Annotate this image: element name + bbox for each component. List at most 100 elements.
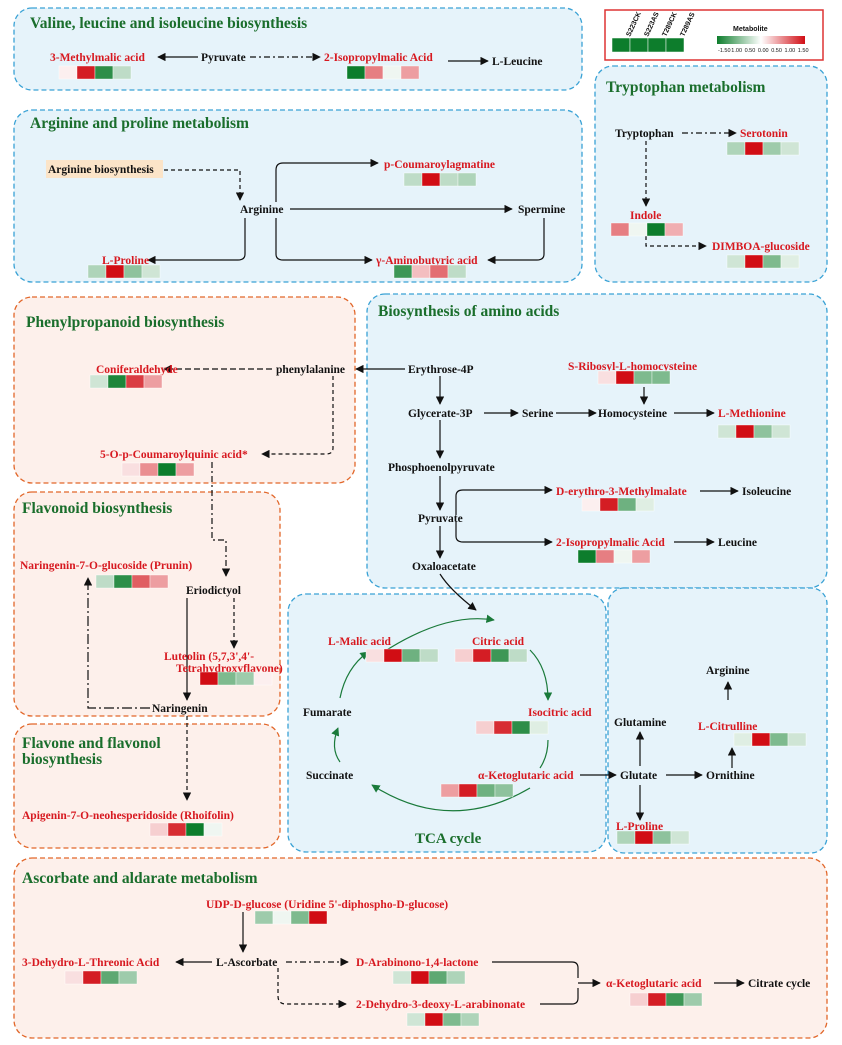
heatmap-cell <box>615 370 635 385</box>
metabolite-label: Coniferaldehyde <box>96 364 178 376</box>
heatmap-cell <box>475 720 495 735</box>
title-tca: TCA cycle <box>415 831 482 847</box>
compound-glycerate: Glycerate-3P <box>408 408 473 420</box>
heatmap-cell <box>458 783 478 798</box>
compound-naringenin: Naringenin <box>152 703 208 715</box>
compound-erythrose: Erythrose-4P <box>408 364 474 376</box>
heatmap-cell <box>617 497 637 512</box>
title-tryptophan: Tryptophan metabolism <box>606 79 766 96</box>
title-aminoacids: Biosynthesis of amino acids <box>378 303 559 320</box>
heatmap-cell <box>787 732 807 747</box>
metabolite-label: D-Arabinono-1,4-lactone <box>356 957 478 969</box>
heatmap-cell <box>393 264 413 279</box>
legend-tick-label: 1.00 <box>731 48 742 54</box>
heatmap-cell <box>633 370 653 385</box>
heatmap-cell <box>753 424 773 439</box>
heatmap-cell <box>771 424 791 439</box>
box-valine <box>13 7 583 91</box>
heatmap-cell <box>454 648 474 663</box>
metabolite-label: UDP-D-glucose (Uridine 5'-diphospho-D-gl… <box>206 899 448 911</box>
box-tca <box>287 593 607 853</box>
title-valine: Valine, leucine and isoleucine biosynthe… <box>30 15 307 32</box>
heatmap-cell <box>664 222 684 237</box>
compound-pep: Phosphoenolpyruvate <box>388 462 495 474</box>
heatmap-cell <box>424 1012 444 1027</box>
heatmap-cell <box>595 549 615 564</box>
metabolite-m-udpg: UDP-D-glucose (Uridine 5'-diphospho-D-gl… <box>206 899 448 925</box>
heatmap-cell <box>440 783 460 798</box>
legend-tick-label: 1.00 <box>785 48 796 54</box>
title-flavone-line2: biosynthesis <box>22 751 102 768</box>
heatmap-cell <box>429 264 449 279</box>
heatmap-cell <box>401 648 421 663</box>
heatmap-cell <box>613 549 633 564</box>
metabolite-m-isopropylmalic-v: 2-Isopropylmalic Acid <box>324 52 433 80</box>
metabolite-label: Isocitric acid <box>528 707 592 719</box>
heatmap-cell <box>94 65 114 80</box>
heatmap-cell <box>733 732 753 747</box>
box-ascorbate <box>13 857 828 1039</box>
heatmap-cell <box>646 222 666 237</box>
heatmap-cell <box>428 970 448 985</box>
metabolite-label: 3-Methylmalic acid <box>50 52 145 64</box>
metabolite-m-serotonin: Serotonin <box>726 128 800 156</box>
title-arginine: Arginine and proline metabolism <box>30 115 249 132</box>
heatmap-cell <box>143 374 163 389</box>
heatmap-cell <box>175 462 195 477</box>
heatmap-cell <box>411 264 431 279</box>
heatmap-cell <box>439 172 459 187</box>
box-flavonoid <box>13 491 281 717</box>
heatmap-cell <box>87 264 107 279</box>
legend-cell <box>629 37 649 53</box>
metabolite-label: α-Ketoglutaric acid <box>478 770 574 782</box>
legend-tick-label: 0.00 <box>758 48 769 54</box>
metabolite-label: L-Proline <box>616 821 663 833</box>
metabolite-m-ketoglutaric-t: α-Ketoglutaric acid <box>440 770 574 798</box>
metabolite-label: Apigenin-7-O-neohesperidoside (Rhoifolin… <box>22 810 234 822</box>
box-aminoacids <box>366 293 828 589</box>
connectors <box>83 52 745 1009</box>
heatmap-cell <box>406 1012 426 1027</box>
heatmap-cell <box>577 549 597 564</box>
heatmap-cell <box>635 497 655 512</box>
legend-colorbar <box>717 36 805 44</box>
heatmap-cell <box>203 822 223 837</box>
legend-cell <box>611 37 631 53</box>
heatmap-cell <box>149 574 169 589</box>
arginine-biosyn-bg <box>46 160 163 178</box>
heatmap-cell <box>744 141 764 156</box>
heatmap-cell <box>652 830 672 845</box>
heatmap-cell <box>272 910 292 925</box>
metabolites: 3-Methylmalic acid 2-Isopropylmalic AcidS… <box>20 52 810 1027</box>
tca-arcs <box>331 614 553 812</box>
heatmap-cell <box>382 65 402 80</box>
heatmap-cell <box>199 671 219 686</box>
title-flavone-line1: Flavone and flavonol <box>22 735 161 752</box>
heatmap-cell <box>769 732 789 747</box>
metabolite-label: Indole <box>630 210 661 222</box>
heatmap-cell <box>717 424 737 439</box>
box-arginine <box>13 109 583 283</box>
metabolite-m-isocitric: Isocitric acid <box>475 707 592 735</box>
heatmap-cell <box>290 910 310 925</box>
heatmap-cell <box>670 830 690 845</box>
metabolite-m-methylmalate: D-erythro-3-Methylmalate <box>556 486 687 512</box>
metabolite-label: L-Methionine <box>718 408 786 420</box>
metabolite-label: p-Coumaroylagmatine <box>384 159 495 171</box>
legend-tick-label: 1.50 <box>798 48 809 54</box>
heatmap-cell <box>253 671 273 686</box>
heatmap-cell <box>762 254 782 269</box>
heatmap-cell <box>64 970 84 985</box>
compound-arginine: Arginine <box>240 204 283 216</box>
compound-tryptophan: Tryptophan <box>615 128 674 140</box>
heatmap-cell <box>442 1012 462 1027</box>
heatmap-cell <box>508 648 528 663</box>
legend-title: Metabolite <box>733 26 768 33</box>
compound-serine: Serine <box>522 408 553 420</box>
heatmap-cell <box>476 783 496 798</box>
heatmap-cell <box>494 783 514 798</box>
heatmap-cell <box>254 910 274 925</box>
heatmap-cell <box>82 970 102 985</box>
heatmap-cell <box>634 830 654 845</box>
